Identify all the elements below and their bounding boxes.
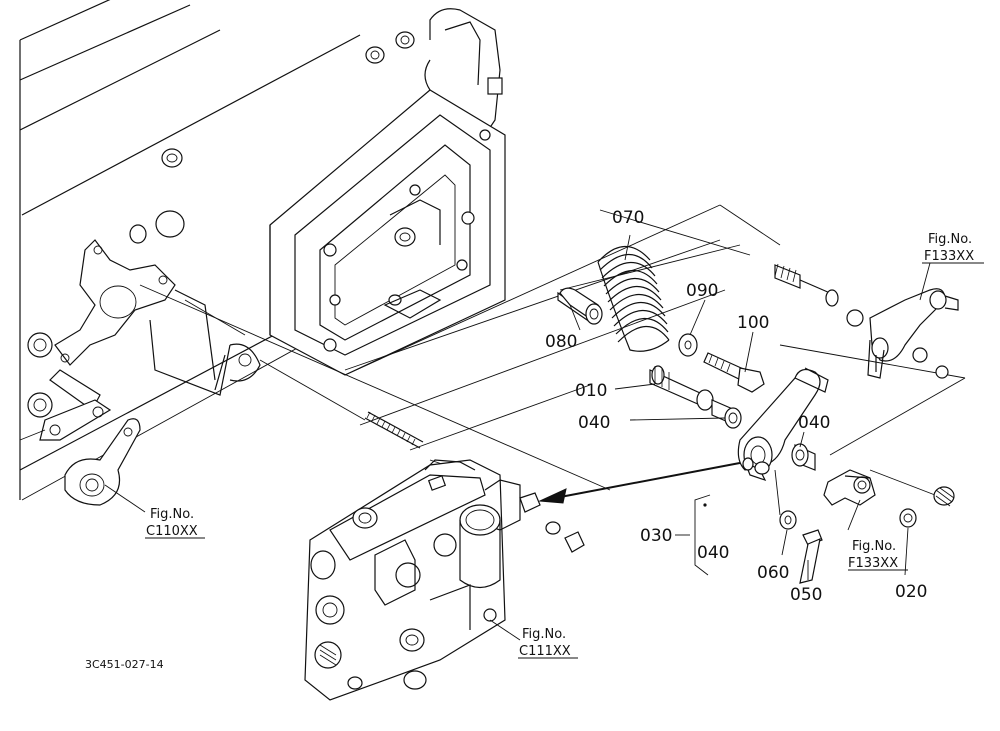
figref-prefix: Fig.No. — [150, 507, 194, 522]
figref-code: F133XX — [848, 556, 898, 571]
snap-ring — [933, 486, 955, 507]
leader-lines — [104, 234, 984, 659]
arm-030 — [737, 367, 829, 516]
figref-prefix: Fig.No. — [522, 627, 566, 642]
clip-020 — [899, 508, 917, 528]
part-label-100: 100 — [737, 313, 769, 333]
part-label-040-left: 040 — [578, 413, 610, 433]
part-label-070: 070 — [612, 208, 644, 228]
figref-c111[interactable]: Fig.No. C111XX — [519, 627, 571, 659]
part-label-050: 050 — [790, 585, 822, 605]
pin-050 — [799, 529, 823, 584]
figref-prefix: Fig.No. — [852, 539, 896, 554]
drawing-code: 3C451-027-14 — [85, 658, 164, 671]
figref-code: F133XX — [924, 249, 974, 264]
figref-prefix: Fig.No. — [928, 232, 972, 247]
part-label-080: 080 — [545, 332, 577, 352]
threaded-rod — [364, 411, 424, 449]
lower-bracket — [823, 469, 876, 506]
figref-code: C110XX — [146, 524, 198, 539]
bolt-100 — [703, 352, 765, 393]
spring-070 — [597, 245, 670, 352]
washer-060 — [779, 510, 797, 530]
figure-references: Fig.No. F133XX Fig.No. F133XX Fig.No. C1… — [146, 232, 974, 659]
part-labels: 070 090 100 080 010 040 040 030 040 060 … — [545, 208, 927, 605]
alignment-lines — [139, 204, 966, 496]
figref-f133-bottom[interactable]: Fig.No. F133XX — [848, 539, 898, 571]
bushing-040-left — [711, 399, 742, 429]
figref-code: C111XX — [519, 644, 571, 659]
shaft-010 — [649, 365, 714, 411]
transmission-housing — [19, 0, 506, 506]
part-label-090: 090 — [686, 281, 718, 301]
part-label-040-right: 040 — [798, 413, 830, 433]
figref-f133-top[interactable]: Fig.No. F133XX — [924, 232, 974, 264]
part-label-030: 030 — [640, 526, 672, 546]
part-label-040-group: 040 — [697, 543, 729, 563]
direction-arrow — [538, 461, 746, 504]
part-label-060: 060 — [757, 563, 789, 583]
washer-090 — [678, 333, 698, 357]
part-label-020: 020 — [895, 582, 927, 602]
sleeve-080 — [557, 287, 603, 325]
bushing-040-right — [791, 443, 816, 471]
figref-c110[interactable]: Fig.No. C110XX — [146, 507, 198, 539]
control-valve-block — [304, 459, 585, 701]
upper-link-assembly — [774, 263, 959, 379]
part-label-010: 010 — [575, 381, 607, 401]
